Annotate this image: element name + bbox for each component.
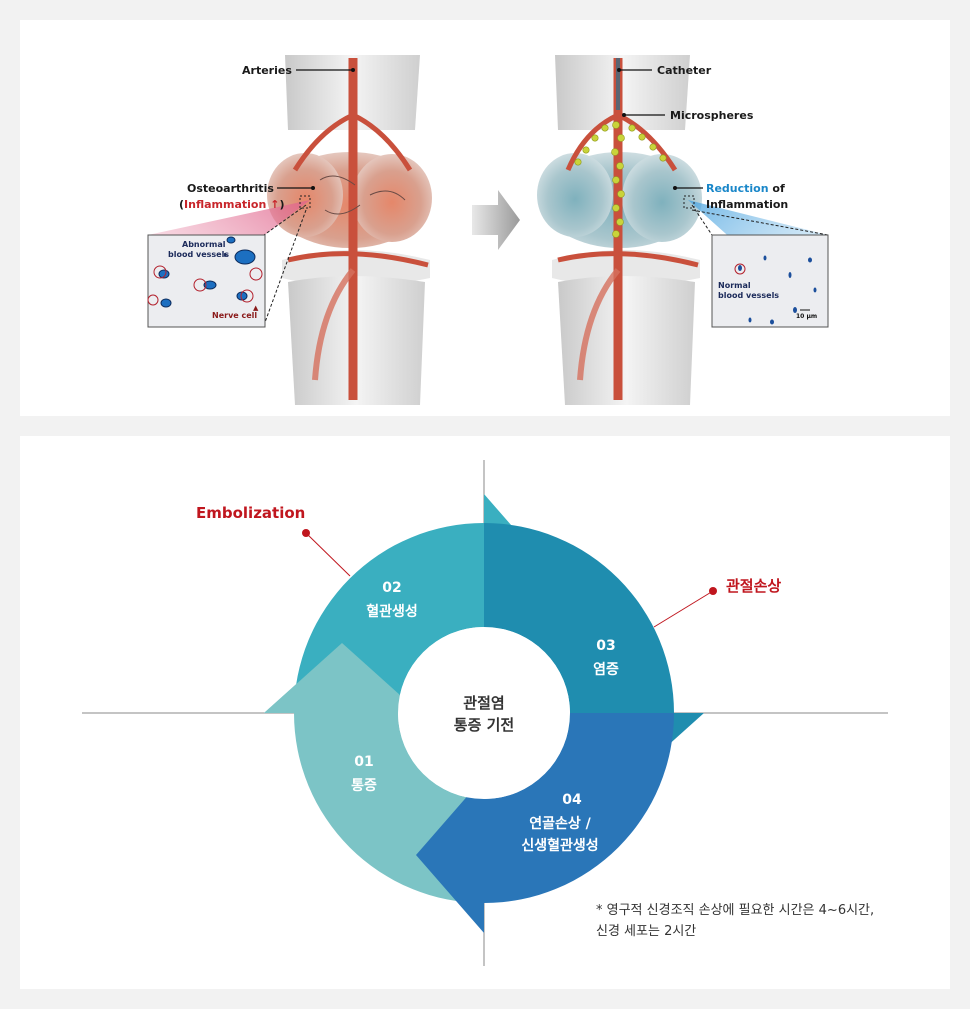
osteoarthritis-label: Osteoarthritis: [187, 182, 274, 195]
cycle-center: [398, 627, 570, 799]
step-02-number: 02: [382, 580, 401, 596]
arteries-label: Arteries: [242, 64, 292, 77]
abnormal-vessels-label-2: blood vessels: [168, 250, 229, 259]
step-03-label: 염증: [593, 662, 619, 678]
embolization-label: Embolization: [196, 504, 305, 522]
normal-vessels-label-2: blood vessels: [718, 291, 779, 300]
joint-damage-dot: [709, 587, 717, 595]
step-01-number: 01: [354, 754, 373, 770]
footnote-line2: 신경 세포는 2시간: [596, 924, 696, 939]
transition-arrow-icon: [472, 190, 520, 250]
catheter-label: Catheter: [657, 64, 712, 77]
nerve-cell-pointer: ▲: [253, 304, 259, 312]
embolization-dot: [302, 529, 310, 537]
joint-damage-label: 관절손상: [726, 577, 781, 595]
step-02-label: 혈관생성: [366, 603, 418, 620]
inflammation-after-label: Inflammation: [706, 198, 788, 211]
right-knee-after: [537, 55, 702, 405]
left-knee-before: [267, 55, 432, 405]
step-01-label: 통증: [351, 778, 377, 794]
scale-bar-label: 10 μm: [796, 313, 817, 320]
footnote-line1: * 영구적 신경조직 손상에 필요한 시간은 4~6시간,: [596, 903, 874, 918]
abnormal-vessels-label-1: Abnormal: [182, 240, 226, 249]
step-04-number: 04: [562, 792, 582, 808]
abnormal-pointer: ▸: [224, 250, 228, 259]
cycle-arrow-04: [416, 713, 674, 933]
reduction-label: Reduction of: [706, 182, 785, 195]
inset-abnormal-vessels: Abnormal blood vessels ▸ Nerve cell ▲: [147, 234, 266, 328]
knee-illustration: Abnormal blood vessels ▸ Nerve cell ▲ Ar…: [147, 55, 829, 405]
inset-normal-vessels: Normal blood vessels 10 μm: [711, 234, 829, 328]
cycle-arrow-01-head: [264, 643, 420, 713]
step-04-label-line1: 연골손상 /: [529, 816, 591, 832]
center-title-line1: 관절염: [463, 694, 504, 712]
inflammation-label: (Inflammation↑): [179, 198, 285, 211]
nerve-cell-label: Nerve cell: [212, 311, 257, 320]
normal-vessels-label-1: Normal: [718, 281, 751, 290]
step-04-label-line2: 신생혈관생성: [521, 837, 598, 854]
step-03-number: 03: [596, 638, 615, 654]
mechanism-cycle-panel: 관절염 통증 기전 01 통증 02 혈관생성 03 염증 04 연골손상 / …: [20, 436, 950, 989]
microspheres-cluster: [574, 121, 667, 238]
mechanism-cycle-diagram: 관절염 통증 기전 01 통증 02 혈관생성 03 염증 04 연골손상 / …: [82, 460, 888, 966]
knee-illustration-panel: Abnormal blood vessels ▸ Nerve cell ▲ Ar…: [20, 20, 950, 416]
microspheres-label: Microspheres: [670, 109, 754, 122]
center-title-line2: 통증 기전: [454, 716, 514, 734]
